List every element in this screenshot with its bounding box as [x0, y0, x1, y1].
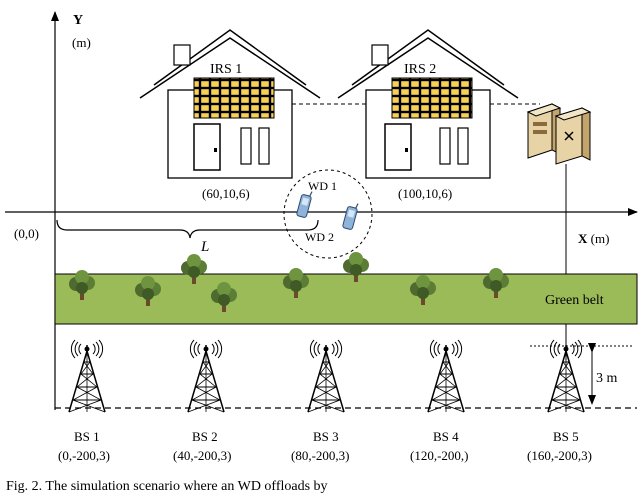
- origin-label: (0,0): [14, 226, 39, 241]
- irs-2-label: IRS 2: [404, 62, 436, 77]
- wd-2-device-icon: [341, 200, 360, 231]
- irs-1-panel: [193, 77, 275, 119]
- bs-2-label: BS 2: [192, 429, 218, 444]
- figure-caption: Fig. 2. The simulation scenario where an…: [6, 479, 328, 494]
- irs-1-label: IRS 1: [210, 62, 242, 77]
- bs-3-coords: (80,-200,3): [291, 448, 350, 463]
- wd-1-label: WD 1: [308, 179, 337, 193]
- y-axis-unit: (m): [72, 35, 91, 50]
- house-irs-1: [139, 29, 321, 179]
- bs-5-label: BS 5: [553, 429, 579, 444]
- bs-3-tower-icon: [307, 339, 345, 413]
- bs-3-label: BS 3: [313, 429, 339, 444]
- scenario-diagram: Y (m) (0,0) X (m) L IRS 1 (60,10,6) IRS …: [5, 11, 638, 463]
- bs-1-coords: (0,-200,3): [58, 448, 110, 463]
- bs-2-coords: (40,-200,3): [173, 448, 232, 463]
- x-axis-label: X (m): [578, 231, 609, 246]
- wd-1-device-icon: [295, 188, 314, 219]
- y-axis-label: Y: [73, 13, 83, 28]
- bs-4-tower-icon: [427, 339, 465, 413]
- bs-4-coords: (120,-200,): [410, 448, 469, 463]
- bs-4-label: BS 4: [433, 429, 459, 444]
- wd-2-label: WD 2: [305, 230, 334, 244]
- irs-2-coords: (100,10,6): [398, 186, 452, 201]
- edge-server-icon: [526, 103, 592, 165]
- house-irs-2: [337, 29, 519, 179]
- irs-1-coords: (60,10,6): [202, 186, 250, 201]
- bs-5-coords: (160,-200,3): [527, 448, 592, 463]
- green-belt-label: Green belt: [545, 293, 604, 308]
- bs-1-tower-icon: [68, 339, 106, 413]
- distance-label: L: [200, 239, 209, 255]
- bs-1-label: BS 1: [74, 429, 100, 444]
- irs-2-panel: [391, 77, 473, 119]
- distance-brace: [56, 219, 319, 239]
- bs-2-tower-icon: [187, 339, 225, 413]
- height-label: 3 m: [596, 371, 618, 386]
- wd-region-circle: [283, 169, 373, 259]
- bs-5-tower-icon: [547, 339, 585, 413]
